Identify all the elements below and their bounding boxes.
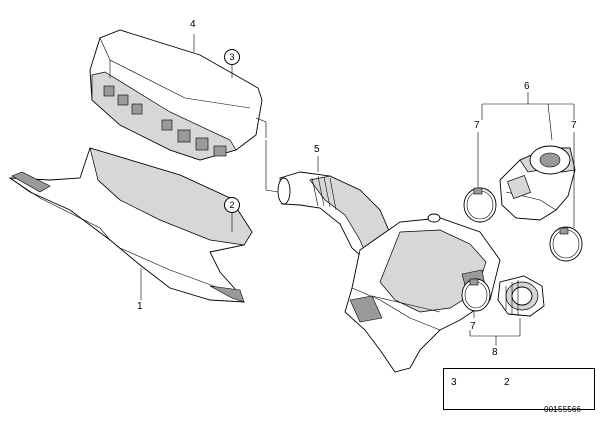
hose-clamp-lower: [461, 278, 491, 312]
intake-silencer-housing: [344, 213, 501, 373]
callout-7-upper-left: 7: [474, 120, 480, 131]
air-intake-duct-part-4: [89, 29, 267, 161]
hose-clamp-upper-right: [549, 226, 583, 262]
cowl-panel-part-1: [8, 147, 253, 303]
legend-number-2: 2: [504, 377, 510, 388]
image-code: 00155566: [544, 405, 582, 414]
callout-1: 1: [137, 301, 143, 312]
air-mass-meter-part-6: [499, 145, 576, 221]
legend-number-3: 3: [451, 377, 457, 388]
callout-3-circled: 3: [224, 49, 240, 65]
leader-lines: [140, 34, 575, 346]
callout-6: 6: [524, 81, 530, 92]
callout-2-circled: 2: [224, 197, 240, 213]
callout-5: 5: [314, 144, 320, 155]
hose-clamp-upper-left: [463, 187, 497, 223]
callout-7-lower: 7: [470, 321, 476, 332]
callout-4: 4: [190, 19, 196, 30]
fastener-legend-box: 3 2: [443, 368, 595, 410]
intake-vents: [103, 85, 227, 157]
callout-8: 8: [492, 347, 498, 358]
callout-7-upper-right: 7: [571, 120, 577, 131]
rubber-boot-part-8: [497, 275, 545, 317]
